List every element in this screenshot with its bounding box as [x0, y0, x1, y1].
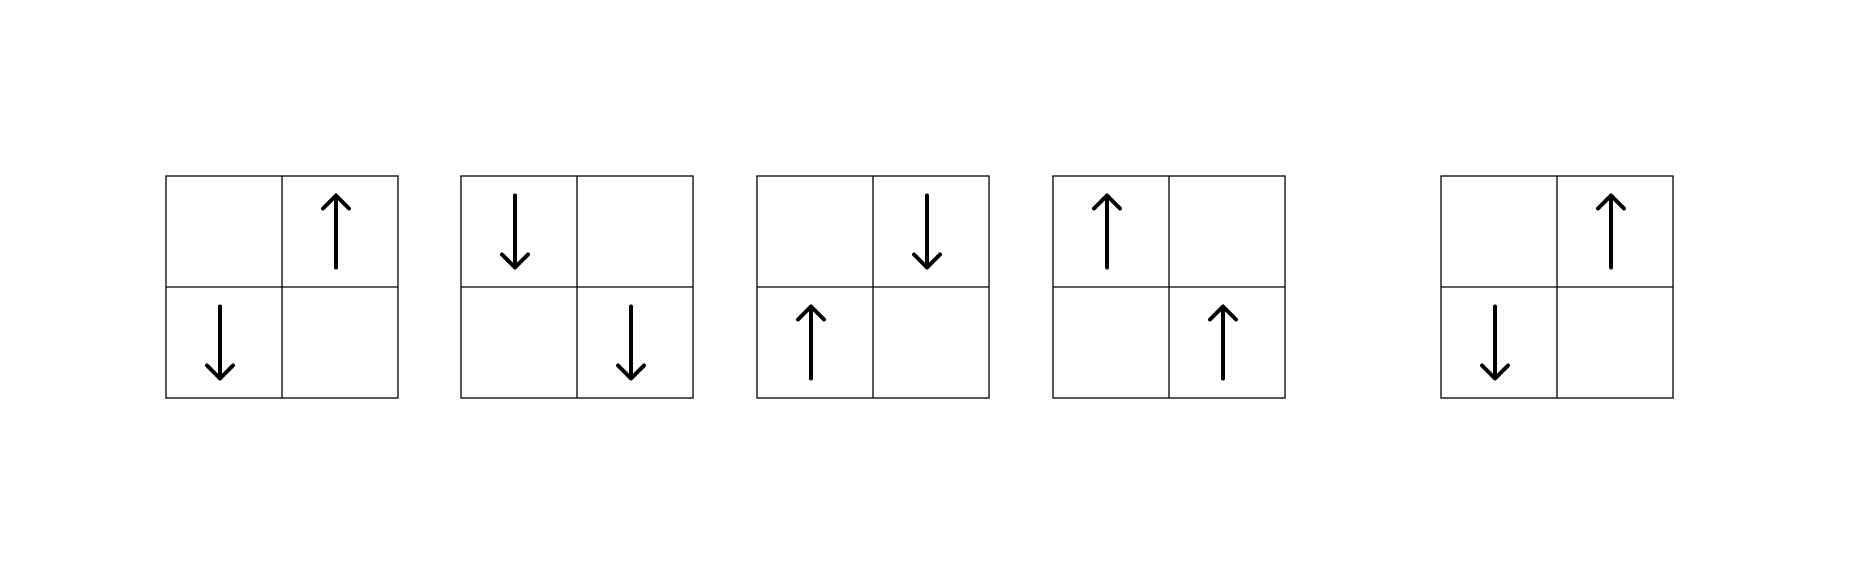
panel-5 [1440, 175, 1674, 399]
up-arrow-icon [1092, 193, 1122, 270]
down-arrow-icon [912, 193, 942, 270]
up-arrow-icon [1208, 304, 1238, 381]
down-arrow-icon [205, 304, 235, 381]
up-arrow-icon [796, 304, 826, 381]
panel-3 [756, 175, 990, 399]
panel-1 [165, 175, 399, 399]
up-arrow-icon [1596, 193, 1626, 270]
panel-4 [1052, 175, 1286, 399]
panels-group [165, 175, 1674, 399]
down-arrow-icon [500, 193, 530, 270]
up-arrow-icon [321, 193, 351, 270]
down-arrow-icon [616, 304, 646, 381]
down-arrow-icon [1480, 304, 1510, 381]
panel-2 [460, 175, 694, 399]
